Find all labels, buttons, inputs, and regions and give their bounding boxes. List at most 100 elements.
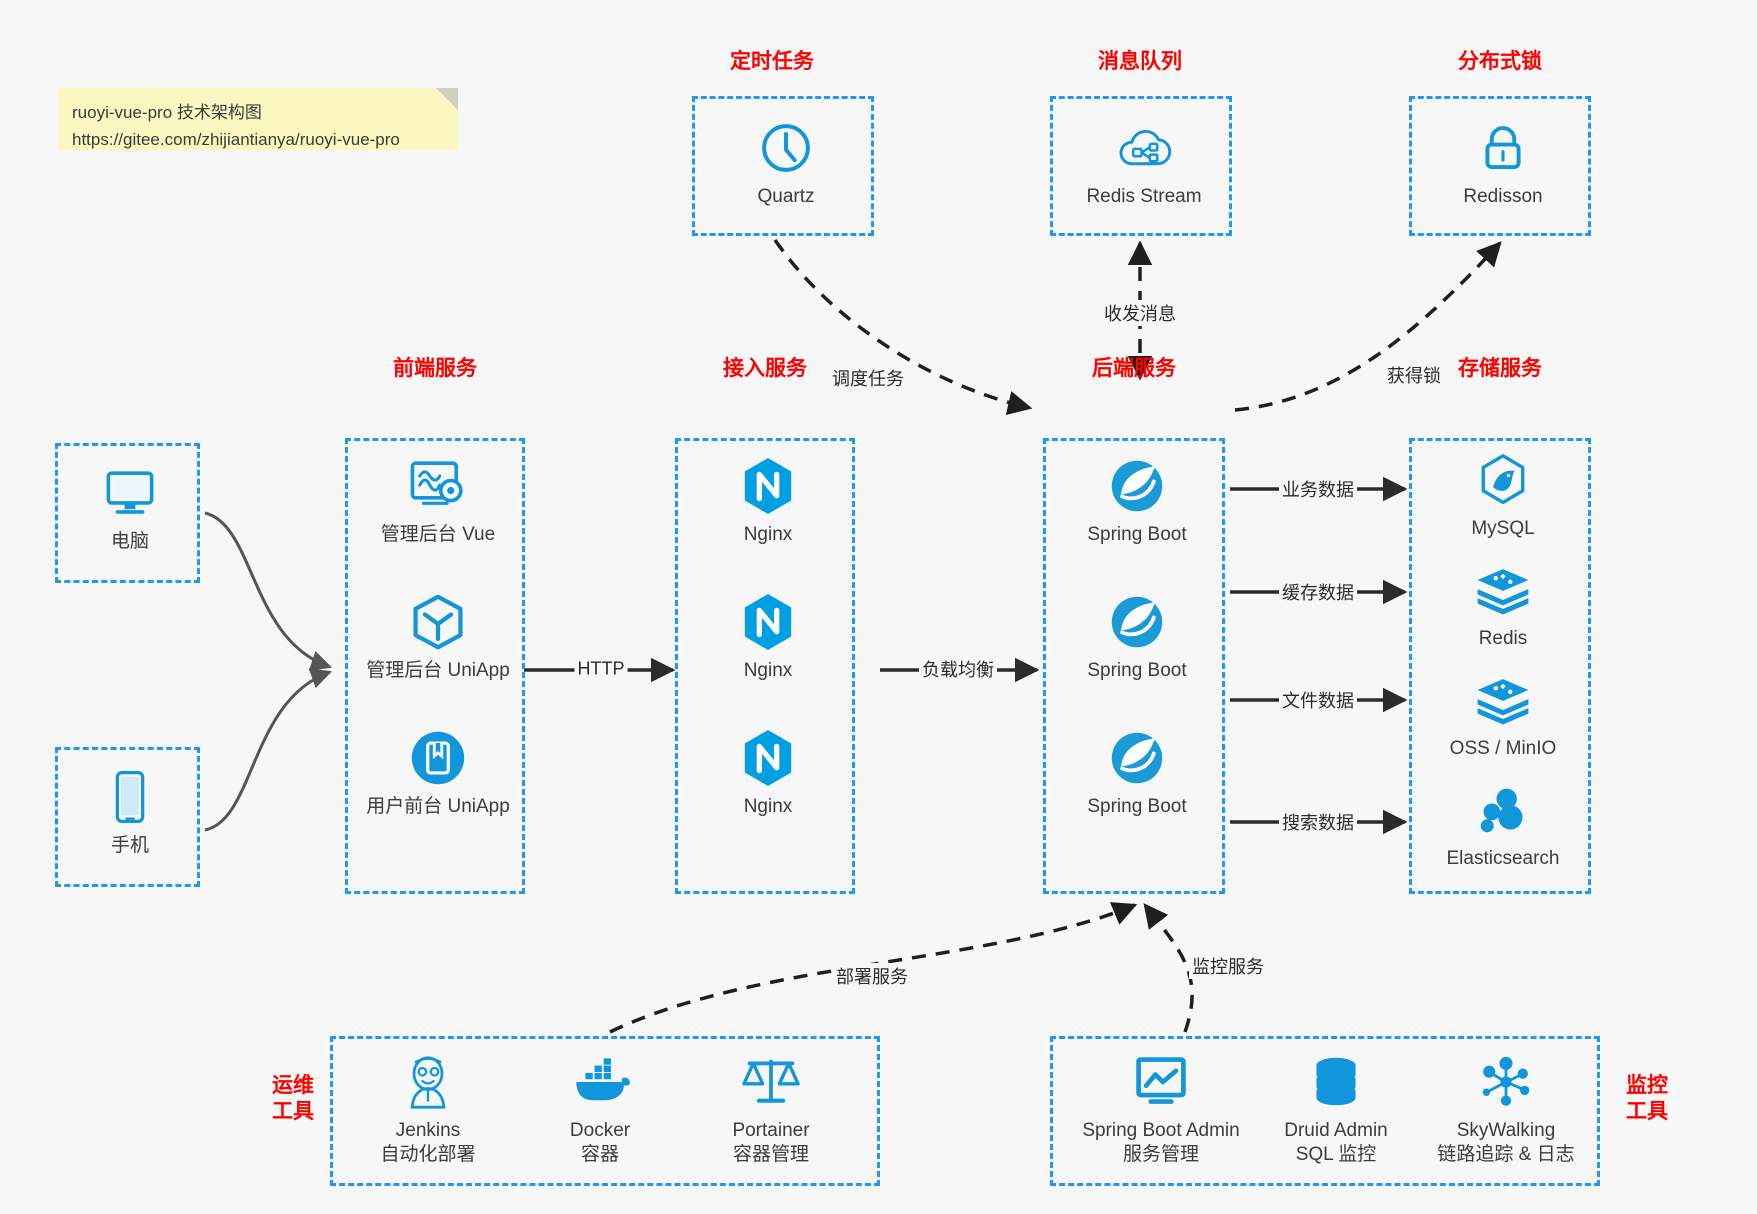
node-sublabel: 服务管理 bbox=[1122, 1143, 1199, 1165]
group-title-distributed-lock: 分布式锁 bbox=[1458, 50, 1542, 73]
node-label: Docker bbox=[569, 1120, 631, 1141]
edge-label-load-balance: 负载均衡 bbox=[919, 656, 997, 682]
desktop-icon bbox=[50, 462, 210, 524]
node-nginx-2[interactable]: Nginx bbox=[688, 591, 848, 683]
node-label: Elasticsearch bbox=[1446, 848, 1560, 869]
monitor-chart-icon bbox=[1066, 1051, 1256, 1113]
node-label: MySQL bbox=[1471, 518, 1535, 539]
node-admin-uniapp[interactable]: 管理后台 UniApp bbox=[358, 591, 518, 683]
edge-label-monitor-service: 监控服务 bbox=[1189, 953, 1267, 979]
elasticsearch-icon bbox=[1423, 779, 1583, 841]
cube-icon bbox=[358, 591, 518, 653]
node-label: 管理后台 Vue bbox=[380, 524, 496, 545]
node-nginx-1[interactable]: Nginx bbox=[688, 455, 848, 547]
group-backend: Spring Boot Spring Boot Spring Boot bbox=[1043, 438, 1225, 894]
edge-label-acquire-lock: 获得锁 bbox=[1384, 362, 1444, 388]
node-label: 管理后台 UniApp bbox=[366, 660, 510, 681]
spring-leaf-icon bbox=[1057, 727, 1217, 789]
node-label: 电脑 bbox=[110, 531, 149, 552]
node-sublabel: 容器 bbox=[580, 1143, 619, 1165]
node-jenkins[interactable]: Jenkins 自动化部署 bbox=[348, 1051, 508, 1167]
group-title-frontend: 前端服务 bbox=[393, 357, 477, 380]
node-spring-boot-admin[interactable]: Spring Boot Admin 服务管理 bbox=[1066, 1051, 1256, 1167]
monitoring-title-line-1: 监控 bbox=[1626, 1074, 1668, 1097]
node-admin-vue[interactable]: 管理后台 Vue bbox=[358, 455, 518, 547]
devops-title-line-1: 运维 bbox=[272, 1074, 314, 1097]
app-book-icon bbox=[358, 727, 518, 789]
node-spring-boot-1[interactable]: Spring Boot bbox=[1057, 455, 1217, 547]
group-gateway: Nginx Nginx Nginx bbox=[675, 438, 855, 894]
edge-label-send-receive-message: 收发消息 bbox=[1101, 300, 1179, 326]
note-line-1: ruoyi-vue-pro 技术架构图 bbox=[72, 103, 262, 122]
node-label: Redisson bbox=[1463, 186, 1543, 207]
node-label: Portainer bbox=[732, 1120, 810, 1141]
node-user-uniapp[interactable]: 用户前台 UniApp bbox=[358, 727, 518, 819]
node-skywalking[interactable]: SkyWalking 链路追踪 & 日志 bbox=[1411, 1051, 1601, 1167]
edge-label-deploy-service: 部署服务 bbox=[833, 963, 911, 989]
node-portainer[interactable]: Portainer 容器管理 bbox=[691, 1051, 851, 1167]
redis-stack-icon bbox=[1423, 559, 1583, 621]
group-title-message-queue: 消息队列 bbox=[1098, 50, 1182, 73]
node-druid-admin[interactable]: Druid Admin SQL 监控 bbox=[1251, 1051, 1421, 1167]
node-label: 用户前台 UniApp bbox=[366, 796, 510, 817]
node-label: Quartz bbox=[757, 186, 815, 207]
dashboard-gear-icon bbox=[358, 455, 518, 517]
group-title-monitoring: 监控 工具 bbox=[1612, 1073, 1682, 1126]
scales-icon bbox=[691, 1051, 851, 1113]
clock-icon bbox=[706, 117, 866, 179]
node-docker[interactable]: Docker 容器 bbox=[520, 1051, 680, 1167]
node-label: SkyWalking bbox=[1456, 1120, 1556, 1141]
group-title-devops: 运维 工具 bbox=[258, 1073, 328, 1126]
node-label: Spring Boot bbox=[1087, 660, 1187, 681]
edge-label-cache-data: 缓存数据 bbox=[1279, 579, 1357, 605]
node-label: Nginx bbox=[743, 660, 793, 681]
node-redis[interactable]: Redis bbox=[1423, 559, 1583, 651]
node-spring-boot-3[interactable]: Spring Boot bbox=[1057, 727, 1217, 819]
group-client-desktop: 电脑 bbox=[55, 443, 200, 583]
cloud-stream-icon bbox=[1064, 117, 1224, 179]
node-oss-minio[interactable]: OSS / MinIO bbox=[1423, 669, 1583, 761]
redis-stack-icon bbox=[1423, 669, 1583, 731]
node-sublabel: 容器管理 bbox=[732, 1143, 809, 1165]
group-storage: MySQL Redis bbox=[1409, 438, 1591, 894]
nginx-icon bbox=[688, 455, 848, 517]
group-title-gateway: 接入服务 bbox=[723, 357, 807, 380]
node-nginx-3[interactable]: Nginx bbox=[688, 727, 848, 819]
mysql-dolphin-icon bbox=[1423, 449, 1583, 511]
mobile-icon bbox=[50, 766, 210, 828]
node-sublabel: 链路追踪 & 日志 bbox=[1437, 1143, 1575, 1165]
node-label: Spring Boot bbox=[1087, 796, 1187, 817]
skywalking-node-icon bbox=[1411, 1051, 1601, 1113]
nginx-icon bbox=[688, 591, 848, 653]
group-title-storage: 存储服务 bbox=[1458, 357, 1542, 380]
node-label: 手机 bbox=[110, 835, 149, 856]
note-fold-corner bbox=[436, 88, 458, 110]
monitoring-title-line-2: 工具 bbox=[1626, 1100, 1668, 1124]
node-mobile[interactable]: 手机 bbox=[50, 766, 210, 858]
group-client-mobile: 手机 bbox=[55, 747, 200, 887]
node-label: OSS / MinIO bbox=[1449, 738, 1557, 759]
node-elasticsearch[interactable]: Elasticsearch bbox=[1423, 779, 1583, 871]
node-quartz[interactable]: Quartz bbox=[706, 117, 866, 209]
node-desktop[interactable]: 电脑 bbox=[50, 462, 210, 554]
group-title-scheduler: 定时任务 bbox=[730, 50, 814, 73]
node-label: Druid Admin bbox=[1284, 1120, 1388, 1141]
spring-leaf-icon bbox=[1057, 455, 1217, 517]
node-label: Redis bbox=[1478, 628, 1528, 649]
group-distributed-lock: Redisson bbox=[1409, 96, 1591, 236]
group-devops: Jenkins 自动化部署 Docker bbox=[330, 1036, 880, 1186]
node-redis-stream[interactable]: Redis Stream bbox=[1064, 117, 1224, 209]
group-title-backend: 后端服务 bbox=[1092, 357, 1176, 380]
node-mysql[interactable]: MySQL bbox=[1423, 449, 1583, 541]
node-label: Nginx bbox=[743, 524, 793, 545]
node-label: Jenkins bbox=[395, 1120, 461, 1141]
edge-label-search-data: 搜索数据 bbox=[1279, 809, 1357, 835]
group-monitoring: Spring Boot Admin 服务管理 Druid Admin SQL 监… bbox=[1050, 1036, 1600, 1186]
edge-label-http: HTTP bbox=[574, 658, 628, 680]
node-label: Nginx bbox=[743, 796, 793, 817]
spring-leaf-icon bbox=[1057, 591, 1217, 653]
node-label: Spring Boot bbox=[1087, 524, 1187, 545]
node-spring-boot-2[interactable]: Spring Boot bbox=[1057, 591, 1217, 683]
node-redisson[interactable]: Redisson bbox=[1423, 117, 1583, 209]
group-message-queue: Redis Stream bbox=[1050, 96, 1232, 236]
